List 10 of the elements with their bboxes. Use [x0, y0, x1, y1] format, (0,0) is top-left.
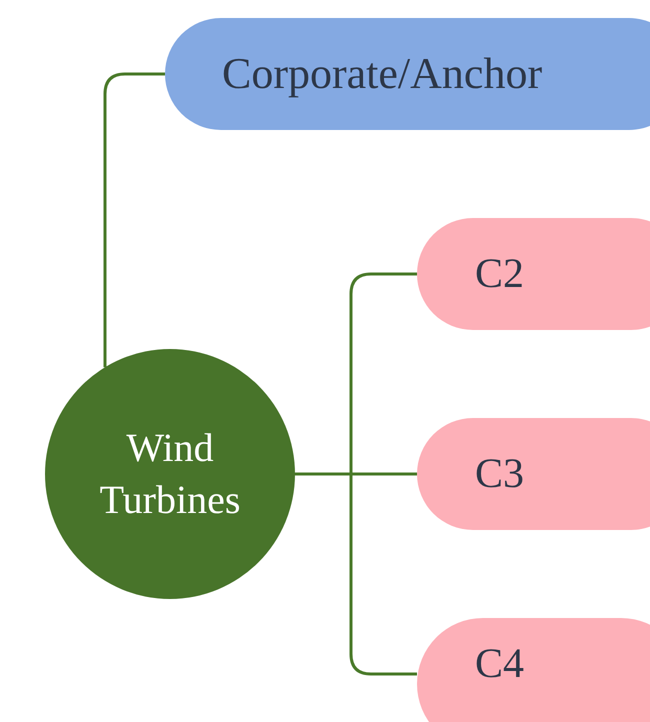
node-text: Wind Turbines	[98, 424, 242, 524]
node-text: C4	[475, 640, 524, 688]
pill-box	[417, 218, 650, 330]
connector-line	[295, 472, 417, 676]
pill-box	[165, 18, 650, 130]
node-text: Corporate/Anchor	[222, 48, 542, 100]
node-text: C3	[475, 450, 524, 498]
node-text: C2	[475, 250, 524, 298]
connector-line	[104, 72, 165, 368]
pill-box	[417, 418, 650, 530]
